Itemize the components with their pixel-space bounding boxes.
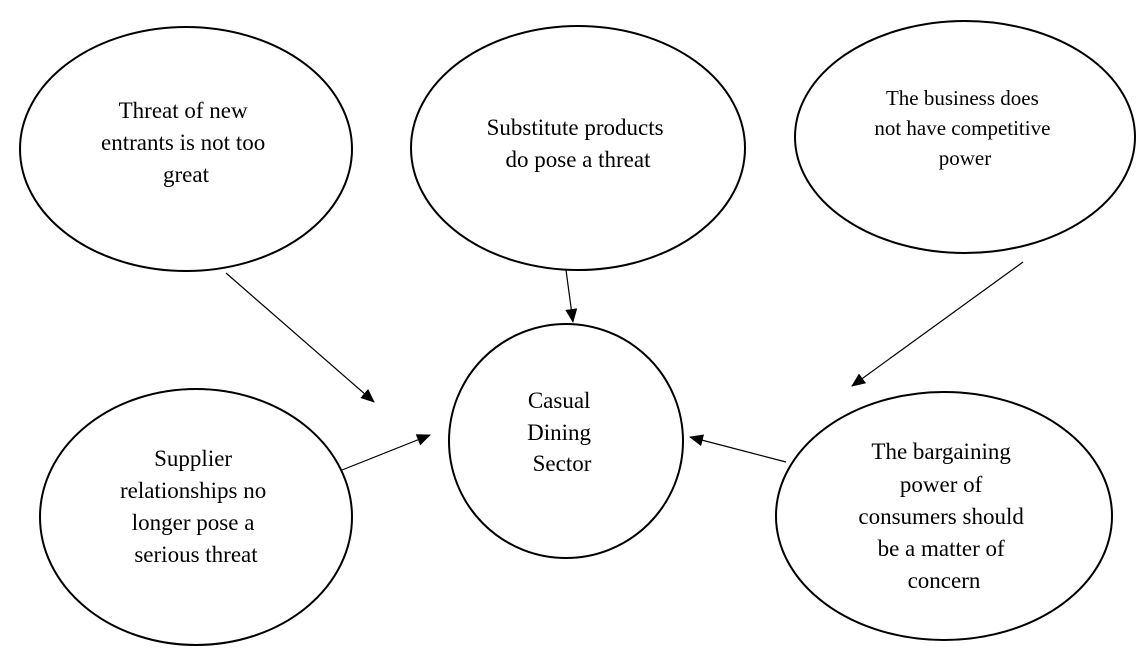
node-label-line: be a matter of xyxy=(878,536,1005,561)
node-label-line: The bargaining xyxy=(871,439,1011,464)
node-consumers-shape xyxy=(775,391,1113,641)
node-new-entrants-shape xyxy=(19,26,353,272)
node-new-entrants-label: Threat of new entrants is not too great xyxy=(101,98,271,187)
node-substitutes-label: Substitute products do pose a threat xyxy=(487,115,670,172)
node-new-entrants: Threat of new entrants is not too great xyxy=(19,26,353,272)
node-label-line: The business does xyxy=(886,86,1039,110)
node-center: Casual Dining Sector xyxy=(448,323,684,559)
node-label-line: concern xyxy=(908,568,981,593)
arrow-substitutes-to-sector xyxy=(565,269,578,323)
node-label-line: Threat of new xyxy=(119,98,248,123)
node-label-line: Substitute products xyxy=(487,115,664,140)
node-label-line: power of xyxy=(900,472,983,497)
node-center-label: Casual Dining Sector xyxy=(527,388,597,476)
node-label-line: consumers should xyxy=(858,504,1024,529)
arrow-competitive-power-to-sector xyxy=(851,261,1024,387)
node-label-line: Dining xyxy=(527,420,591,445)
node-label-line: Sector xyxy=(533,451,592,476)
node-supplier-shape xyxy=(39,388,353,646)
node-competitive-power-label: The business does not have competitive p… xyxy=(874,86,1055,170)
node-competitive-power: The business does not have competitive p… xyxy=(794,20,1136,254)
node-label-line: Casual xyxy=(528,388,591,413)
arrow-new-entrants-to-sector xyxy=(225,272,375,403)
node-substitutes-shape xyxy=(410,25,746,271)
node-label-line: relationships no xyxy=(120,478,266,503)
node-competitive-power-shape xyxy=(794,20,1136,254)
arrow-supplier-to-sector xyxy=(341,434,431,471)
node-label-line: power xyxy=(939,146,991,170)
node-substitutes: Substitute products do pose a threat xyxy=(410,25,746,271)
node-label-line: entrants is not too xyxy=(101,130,265,155)
node-label-line: Supplier xyxy=(154,446,232,471)
arrow-consumers-to-sector xyxy=(689,434,787,463)
node-label-line: serious threat xyxy=(134,542,258,567)
node-label-line: great xyxy=(163,162,210,187)
node-consumers-label: The bargaining power of consumers should… xyxy=(858,439,1029,593)
node-supplier: Supplier relationships no longer pose a … xyxy=(39,388,353,646)
node-label-line: longer pose a xyxy=(132,510,255,535)
node-label-line: not have competitive xyxy=(874,116,1050,140)
node-center-shape xyxy=(448,323,684,559)
node-consumers: The bargaining power of consumers should… xyxy=(775,391,1113,641)
node-label-line: do pose a threat xyxy=(506,147,652,172)
node-supplier-label: Supplier relationships no longer pose a … xyxy=(120,446,272,567)
